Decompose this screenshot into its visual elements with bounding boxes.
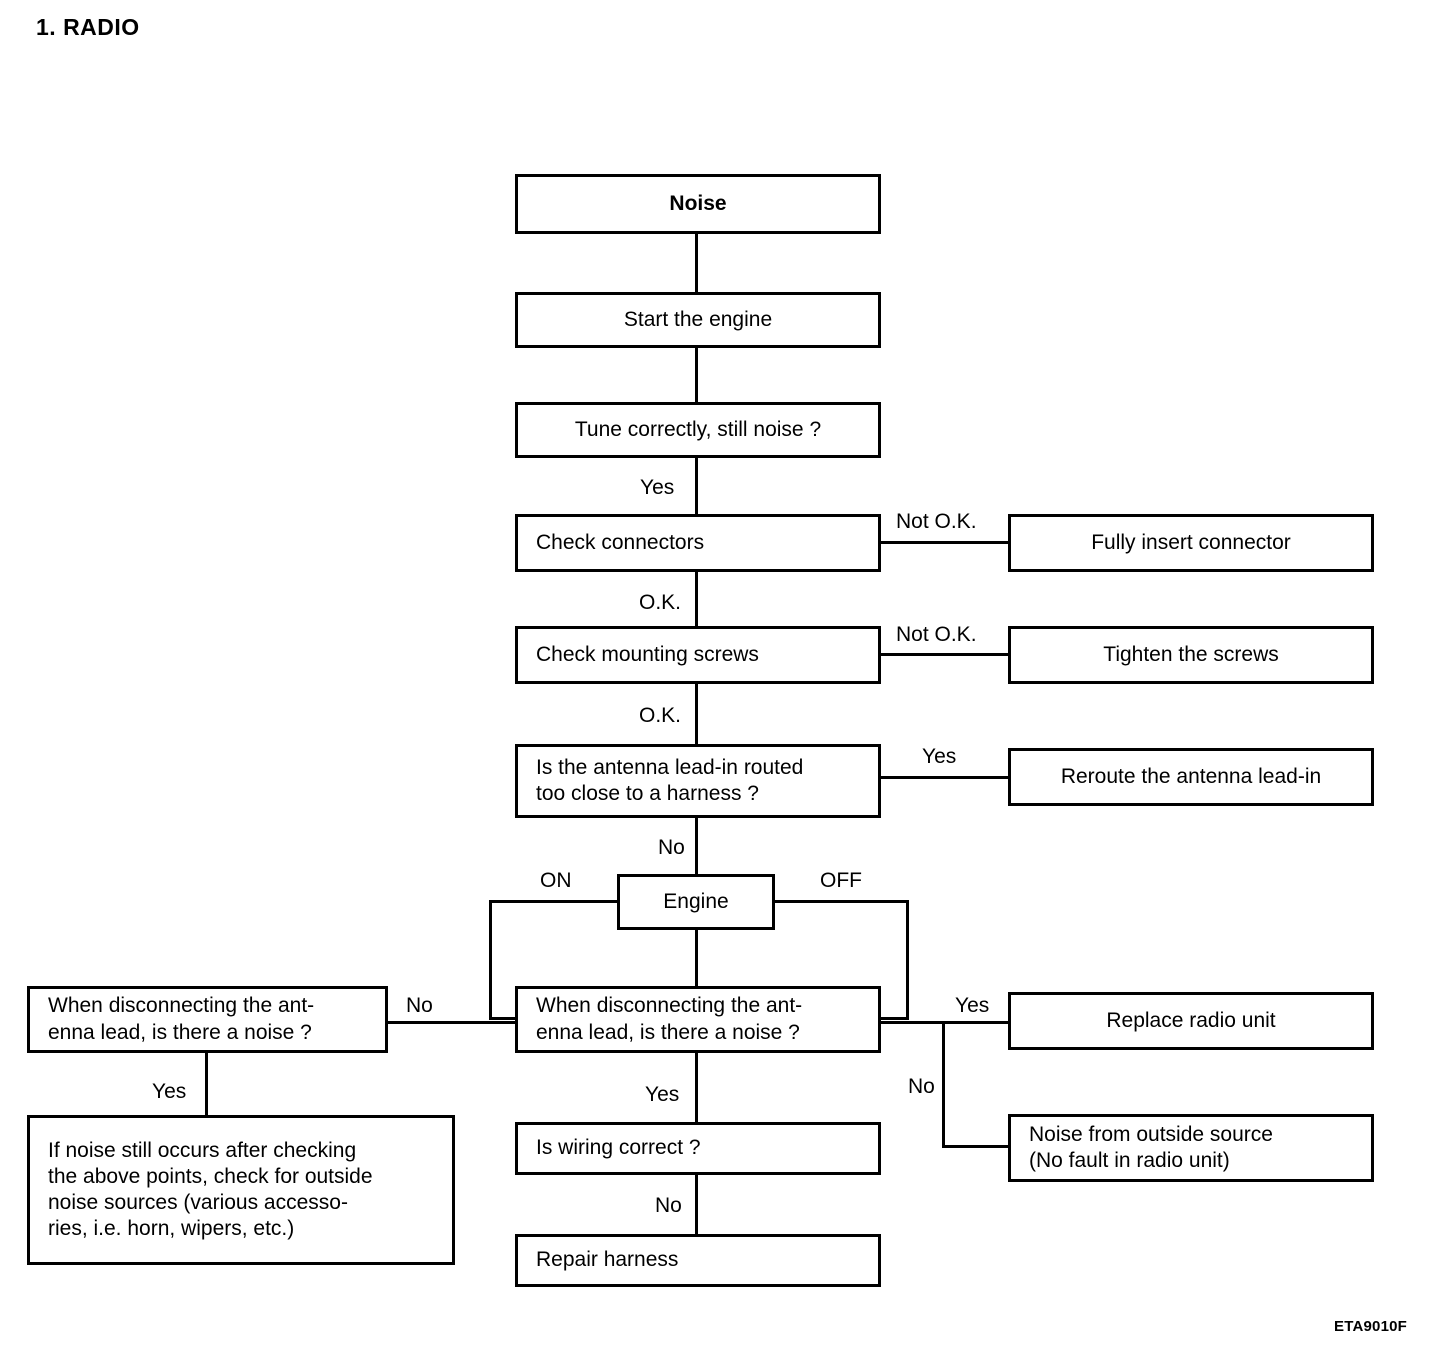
edge-wiring-to-repair xyxy=(695,1175,698,1235)
edge-label-engine-off: OFF xyxy=(820,869,862,892)
node-disconnect-antenna-left[interactable]: When disconnecting the ant- enna lead, i… xyxy=(27,986,388,1053)
node-tighten-screws[interactable]: Tighten the screws xyxy=(1008,626,1374,684)
edge-screws-to-antenna xyxy=(695,684,698,748)
edge-label-connectors-not-ok: Not O.K. xyxy=(896,510,977,533)
edge-tune-to-connectors xyxy=(695,458,698,514)
edge-to-replace-radio xyxy=(942,1021,1008,1024)
edge-start-to-tune xyxy=(695,348,698,402)
node-start-engine[interactable]: Start the engine xyxy=(515,292,881,348)
node-outside-noise-check[interactable]: If noise still occurs after checking the… xyxy=(27,1115,455,1265)
figure-code: ETA9010F xyxy=(1334,1318,1408,1335)
edge-label-mid-yes-down: Yes xyxy=(645,1083,680,1106)
edge-engine-on-vertical xyxy=(489,900,492,1020)
node-replace-radio-unit[interactable]: Replace radio unit xyxy=(1008,992,1374,1050)
edge-connectors-to-screws xyxy=(695,572,698,626)
edge-disconnect-mid-right-vertical xyxy=(942,1021,945,1148)
node-disconnect-antenna-mid[interactable]: When disconnecting the ant- enna lead, i… xyxy=(515,986,881,1053)
node-antenna-lead-routed[interactable]: Is the antenna lead-in routed too close … xyxy=(515,744,881,818)
edge-disconnect-mid-to-left xyxy=(388,1021,518,1024)
edge-label-disconnect-mid-no: No xyxy=(406,994,433,1017)
node-fully-insert-connector[interactable]: Fully insert connector xyxy=(1008,514,1374,572)
edge-label-antenna-no: No xyxy=(658,836,685,859)
edge-engine-off-vertical xyxy=(906,900,909,1020)
edge-label-screws-not-ok: Not O.K. xyxy=(896,623,977,646)
edge-engine-on-horizontal xyxy=(489,900,617,903)
edge-engine-to-disconnect-mid xyxy=(695,930,698,986)
edge-label-engine-on: ON xyxy=(540,869,572,892)
edge-disconnect-mid-to-wiring xyxy=(695,1053,698,1123)
node-noise-outside-source[interactable]: Noise from outside source (No fault in r… xyxy=(1008,1114,1374,1182)
edge-engine-on-enter xyxy=(489,1017,519,1020)
edge-label-right-no: No xyxy=(908,1075,935,1098)
node-check-connectors[interactable]: Check connectors xyxy=(515,514,881,572)
edge-label-wiring-no: No xyxy=(655,1194,682,1217)
edge-to-outside-source xyxy=(942,1145,1008,1148)
node-is-wiring-correct[interactable]: Is wiring correct ? xyxy=(515,1122,881,1175)
edge-label-connectors-ok: O.K. xyxy=(639,591,682,614)
edge-antenna-to-engine xyxy=(695,818,698,876)
node-engine[interactable]: Engine xyxy=(617,874,775,930)
node-tune-correctly[interactable]: Tune correctly, still noise ? xyxy=(515,402,881,458)
page-title: 1. RADIO xyxy=(36,14,140,40)
edge-label-disconnect-left-yes: Yes xyxy=(152,1080,187,1103)
edge-engine-off-enter xyxy=(877,1017,909,1020)
edge-antenna-to-reroute xyxy=(880,776,1008,779)
node-reroute-antenna-lead[interactable]: Reroute the antenna lead-in xyxy=(1008,748,1374,806)
edge-disconnect-mid-right-stub xyxy=(880,1021,945,1024)
edge-disconnect-left-to-outside-check xyxy=(205,1053,208,1115)
edge-engine-off-horizontal xyxy=(775,900,909,903)
node-repair-harness[interactable]: Repair harness xyxy=(515,1234,881,1287)
node-noise[interactable]: Noise xyxy=(515,174,881,234)
edge-label-screws-ok: O.K. xyxy=(639,704,682,727)
node-check-mounting-screws[interactable]: Check mounting screws xyxy=(515,626,881,684)
edge-label-tune-yes: Yes xyxy=(640,476,675,499)
edge-screws-to-tighten xyxy=(880,653,1008,656)
edge-label-right-yes: Yes xyxy=(955,994,990,1017)
edge-noise-to-start xyxy=(695,234,698,292)
edge-label-antenna-yes: Yes xyxy=(922,745,957,768)
edge-connectors-to-insert xyxy=(880,541,1008,544)
